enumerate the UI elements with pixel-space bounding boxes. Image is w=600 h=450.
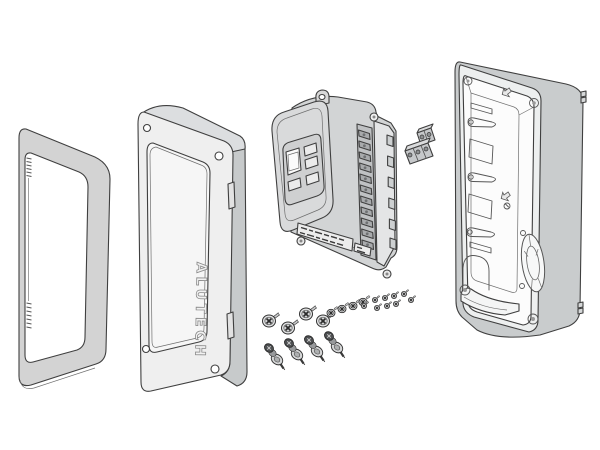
screw-small (390, 291, 400, 300)
arrow-up-icon (500, 191, 511, 202)
screw-small (392, 299, 402, 308)
cover-screw-hole (141, 344, 151, 354)
box-corner-bosses (459, 76, 539, 325)
screw-medium (348, 298, 361, 311)
arrow-up-icon (501, 87, 512, 98)
screw-medium (337, 301, 350, 314)
box-wall-hole (519, 283, 525, 289)
screw-small (383, 301, 393, 310)
cover-side-slot (227, 181, 236, 210)
cover-screw-hole (210, 364, 220, 374)
screw-large (280, 318, 300, 335)
module-button-1 (303, 142, 318, 157)
module-button-2 (304, 155, 319, 170)
screws-small-group (360, 289, 417, 312)
screws-large-group (261, 304, 335, 335)
module-top-tab-hole (318, 93, 326, 101)
control-module (271, 89, 398, 279)
box-bottom-arch (462, 255, 490, 291)
screw-large (261, 311, 281, 328)
screw-with-washer (301, 332, 326, 363)
terminal-plug-blocks (404, 123, 436, 165)
cover-screw-hole (142, 123, 152, 133)
module-product-label (296, 222, 372, 257)
module-terminal-strip (356, 123, 377, 261)
sealing-gasket-frame (18, 128, 111, 389)
screw-small (371, 295, 381, 304)
screw-with-washer (261, 340, 286, 371)
screws-sealing-washer-group (261, 328, 346, 371)
screw-small (381, 293, 391, 302)
screw-large (298, 304, 318, 321)
box-small-hole (503, 202, 511, 210)
gasket-window (24, 152, 89, 363)
screw-small (407, 295, 417, 304)
screw-with-washer (321, 328, 346, 359)
box-knockouts (466, 102, 496, 254)
cover-inner-panel (146, 142, 211, 353)
screw-small (373, 303, 383, 312)
module-button-4 (305, 171, 320, 186)
screw-medium (326, 305, 339, 318)
box-edge-pegs (577, 90, 587, 315)
screw-small (400, 289, 410, 298)
module-button-3 (287, 177, 302, 192)
terminal-plug-3pole (404, 137, 434, 165)
cable-knockout-circle (520, 233, 546, 293)
rear-mounting-box (454, 61, 587, 338)
box-wall-hole (520, 230, 526, 236)
cover-screw-hole (214, 151, 224, 161)
module-side-flange (373, 120, 397, 267)
front-cover: ALUTECH (137, 105, 248, 392)
gasket-ribs (26, 157, 32, 329)
screw-with-washer (281, 335, 306, 366)
box-bottom-shelf (460, 287, 520, 316)
cover-side-slot (226, 311, 235, 340)
alutech-logo-text: ALUTECH (191, 262, 209, 358)
